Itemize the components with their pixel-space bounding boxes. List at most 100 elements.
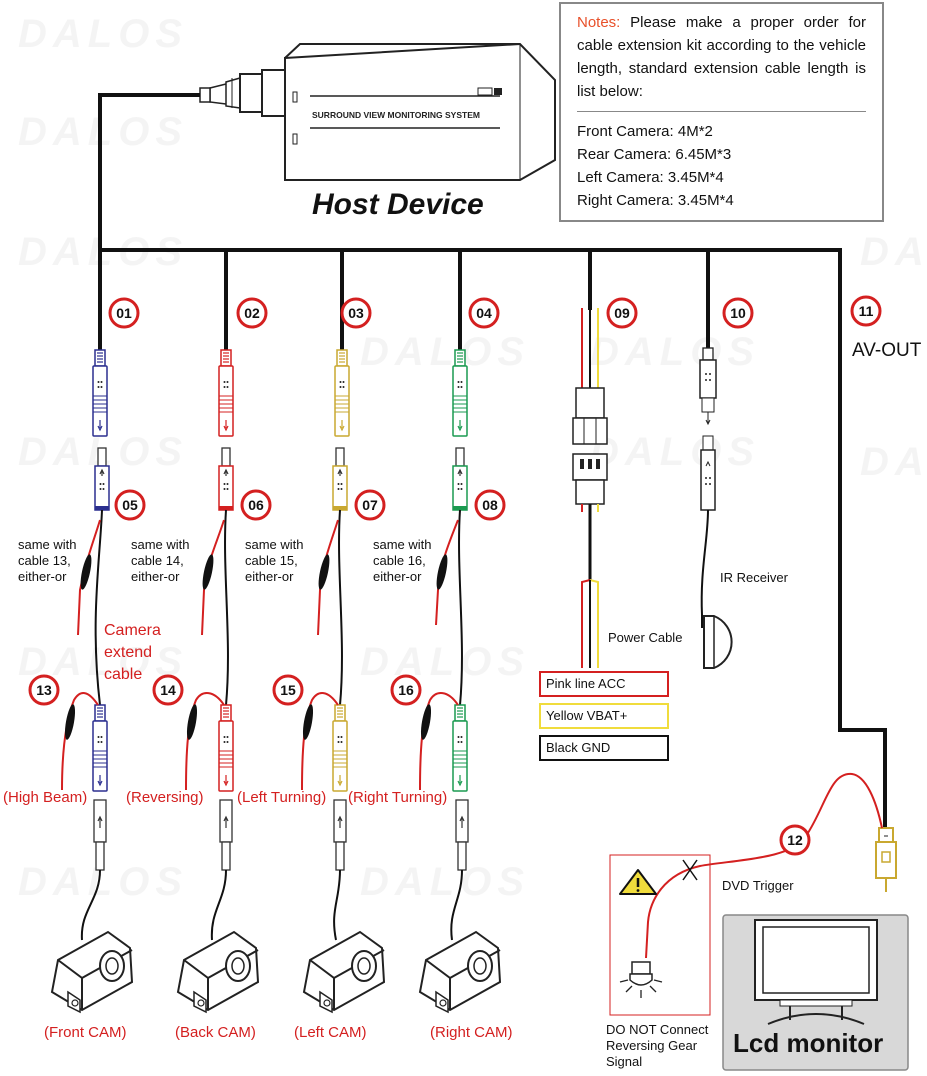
notes-divider <box>577 111 866 112</box>
note-line: cable 16, <box>373 553 426 568</box>
note-line: either-or <box>245 569 294 584</box>
badge-09: 09 <box>614 305 630 321</box>
note-line: same with <box>373 537 432 552</box>
notes-line-front: Front Camera: 4M*2 <box>577 123 713 140</box>
badge-10: 10 <box>730 305 746 321</box>
left-cam-icon <box>303 931 385 1013</box>
av-out-label: AV-OUT <box>852 340 922 361</box>
notes-line-rear: Rear Camera: 6.45M*3 <box>577 146 732 163</box>
camera-plug-left <box>333 799 347 871</box>
cut-mark-icon <box>682 859 698 881</box>
wire-bus <box>98 93 887 830</box>
trigger-high-beam: (High Beam) <box>3 789 88 806</box>
ir-receiver <box>699 347 733 669</box>
socket-05 <box>94 447 110 511</box>
lcd-monitor-label: Lcd monitor <box>733 1028 884 1058</box>
yellow-vbat-label: Yellow VBAT+ <box>539 703 669 729</box>
camera-plug-right <box>455 799 469 871</box>
do-not-connect-note: DO NOT Connect Reversing Gear Signal <box>606 1022 708 1070</box>
socket-07 <box>332 447 348 511</box>
note-line: cable 14, <box>131 553 184 568</box>
warning-line: DO NOT Connect <box>606 1022 709 1037</box>
right-cam-icon <box>419 931 501 1013</box>
badge-05: 05 <box>122 497 138 513</box>
dvd-trigger-connector <box>875 827 897 892</box>
same-with-note-16: same with cable 16, either-or <box>373 537 432 585</box>
badge-12: 12 <box>787 832 803 848</box>
watermark: DALOS <box>360 640 530 685</box>
connector-ch3 <box>334 349 350 437</box>
note-line: either-or <box>18 569 67 584</box>
warning-line: Reversing Gear <box>606 1038 698 1053</box>
host-device-title: Host Device <box>312 188 484 221</box>
badge-15: 15 <box>280 682 296 698</box>
watermark: DALOS <box>18 12 188 57</box>
watermark: DALOS <box>860 440 927 485</box>
inline-fuses-lower <box>64 704 432 740</box>
watermark: DALOS <box>590 430 760 475</box>
camera-extend-label: Camera extend cable <box>104 620 161 686</box>
trigger-wires-lower <box>61 692 459 791</box>
lcd-monitor-icon <box>722 914 909 1071</box>
connector-ch4 <box>452 349 468 437</box>
camera-plug-back <box>219 799 233 871</box>
watermark: DALOS <box>360 860 530 905</box>
left-cam-label: (Left CAM) <box>294 1024 367 1041</box>
ir-receiver-label: IR Receiver <box>720 570 788 585</box>
right-cam-label: (Right CAM) <box>430 1024 513 1041</box>
same-with-note-13: same with cable 13, either-or <box>18 537 77 585</box>
connector-13 <box>92 704 108 792</box>
socket-08 <box>452 447 468 511</box>
host-box-label: SURROUND VIEW MONITORING SYSTEM <box>312 110 480 120</box>
same-with-note-15: same with cable 15, either-or <box>245 537 304 585</box>
note-line: cable 13, <box>18 553 71 568</box>
connector-16 <box>452 704 468 792</box>
notes-box: Notes: Please make a proper order for ca… <box>559 2 884 222</box>
extend-line: extend <box>104 644 153 661</box>
notes-line-left: Left Camera: 3.45M*4 <box>577 169 724 186</box>
watermark: DALOS <box>590 330 760 375</box>
note-line: same with <box>18 537 77 552</box>
badge-14: 14 <box>160 682 176 698</box>
socket-06 <box>218 447 234 511</box>
notes-text: Please make a proper order for cable ext… <box>577 14 866 100</box>
note-line: same with <box>245 537 304 552</box>
dvd-trigger-label: DVD Trigger <box>722 878 794 893</box>
badge-02: 02 <box>244 305 260 321</box>
badge-03: 03 <box>348 305 364 321</box>
notes-label: Notes: <box>577 14 621 31</box>
back-cam-label: (Back CAM) <box>175 1024 256 1041</box>
note-line: either-or <box>373 569 422 584</box>
black-gnd-label: Black GND <box>539 735 669 761</box>
warning-icon <box>619 869 657 895</box>
notes-line-right: Right Camera: 3.45M*4 <box>577 192 734 209</box>
trigger-right-turning: (Right Turning) <box>348 789 448 806</box>
connector-15 <box>332 704 348 792</box>
warning-frame <box>609 854 711 1016</box>
front-cam-icon <box>51 931 133 1013</box>
same-with-note-14: same with cable 14, either-or <box>131 537 190 585</box>
pink-acc-label: Pink line ACC <box>539 671 669 697</box>
note-line: same with <box>131 537 190 552</box>
notes-paragraph: Notes: Please make a proper order for ca… <box>577 11 866 103</box>
host-device: SURROUND VIEW MONITORING SYSTEM <box>199 42 556 181</box>
camera-plug-front <box>93 799 107 871</box>
watermark: DALOS <box>360 330 530 375</box>
power-cable-label: Power Cable <box>608 630 683 645</box>
connector-14 <box>218 704 234 792</box>
badge-04: 04 <box>476 305 492 321</box>
note-line: cable 15, <box>245 553 298 568</box>
trigger-left-turning: (Left Turning) <box>237 789 327 806</box>
badge-08: 08 <box>482 497 498 513</box>
trigger-reversing: (Reversing) <box>126 789 204 806</box>
connector-ch1 <box>92 349 108 437</box>
extend-line: cable <box>104 666 143 683</box>
power-connector <box>572 308 608 668</box>
extend-wires <box>94 509 463 706</box>
reverse-light-icon <box>619 961 663 998</box>
connector-ch2 <box>218 349 234 437</box>
camera-cables <box>80 869 463 941</box>
inline-fuses-upper <box>80 554 448 590</box>
badge-07: 07 <box>362 497 378 513</box>
